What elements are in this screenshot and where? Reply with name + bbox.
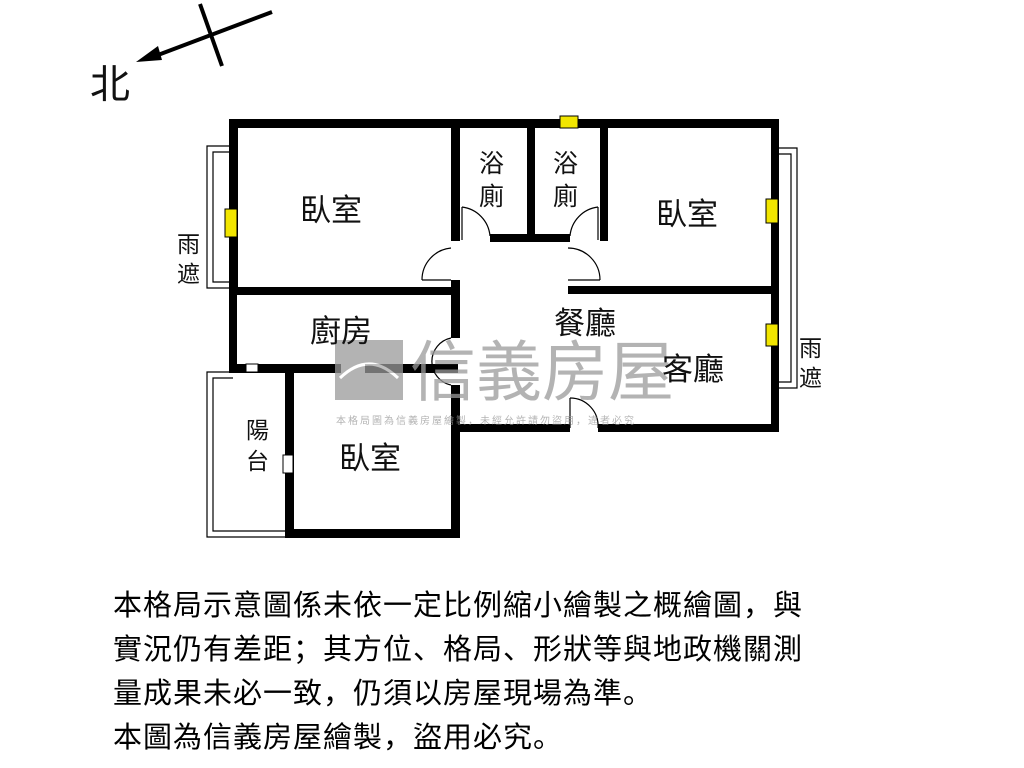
disclaimer-line: 量成果未必一致，仍須以房屋現場為準。 [113,676,654,710]
disclaimer-line: 本格局示意圖係未依一定比例縮小繪製之概繪圖，與 [113,588,804,622]
room-label-bath-2: 浴 [553,149,578,178]
room-label-bath-1: 浴 [479,149,504,178]
label-canopy-left: 遮 [177,262,200,288]
label-canopy-right: 遮 [799,366,822,392]
door-swings [421,206,601,429]
balcony-outline [206,371,289,538]
disclaimer-line: 實況仍有差距；其方位、格局、形狀等與地政機關測 [113,632,804,666]
room-label-bedroom-nw: 臥室 [300,193,362,229]
disclaimer-line: 本圖為信義房屋繪製，盜用必究。 [113,720,564,754]
north-label: 北 [90,62,130,108]
room-label-balcony: 台 [246,449,269,475]
label-canopy-right: 雨 [799,336,822,362]
room-label-living: 客廳 [662,352,724,388]
north-arrow-icon [136,3,273,67]
room-label-kitchen: 廚房 [310,314,372,350]
watermark-notice: 本格局圖為信義房屋繪製，未經允許請勿盜用，違者必究 [336,414,636,427]
watermark-brand: 信義房屋 [410,334,674,411]
disclaimer-notes: 本格局示意圖係未依一定比例縮小繪製之概繪圖，與 實況仍有差距；其方位、格局、形狀… [113,583,803,759]
walls [229,119,779,538]
watermark: 信義房屋 本格局圖為信義房屋繪製，未經允許請勿盜用，違者必究 [335,334,674,427]
room-label-balcony: 陽 [246,418,269,444]
room-label-bath-2: 廁 [553,182,578,211]
windows [224,115,779,474]
canopy-left [206,145,229,289]
canopy-right [775,147,798,389]
room-label-dining: 餐廳 [554,306,616,342]
room-label-bedroom-ne: 臥室 [656,197,718,233]
label-canopy-left: 雨 [177,232,200,258]
room-label-bedroom-sw: 臥室 [339,441,401,477]
room-label-bath-1: 廁 [479,182,504,211]
brand-logo-icon [335,340,403,400]
